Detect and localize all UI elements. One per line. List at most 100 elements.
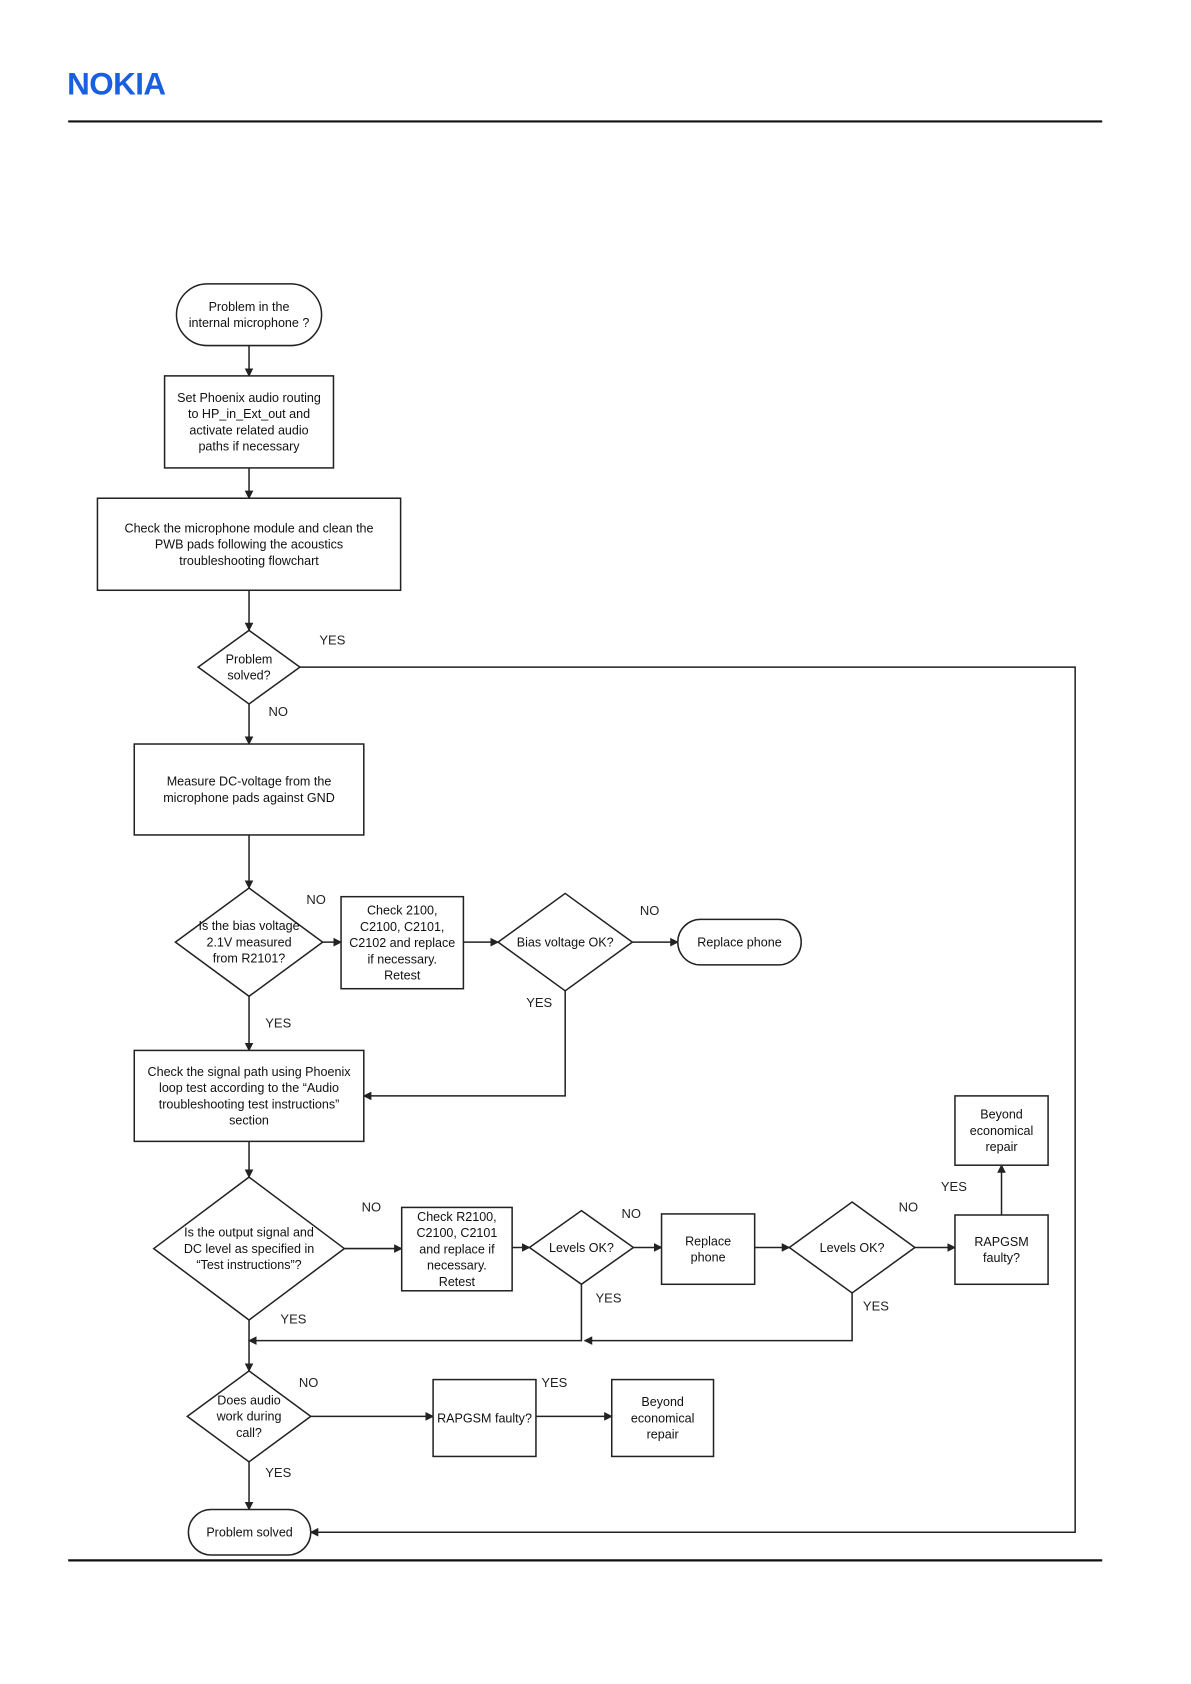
branch-label-no: NO bbox=[899, 1200, 918, 1215]
branch-label-no: NO bbox=[299, 1375, 318, 1390]
branch-label-yes: YES bbox=[265, 1465, 291, 1480]
nokia-logo: NOKIA bbox=[67, 66, 165, 101]
terminal-shape bbox=[175, 283, 323, 347]
node-text: Measure DC-voltage from the bbox=[167, 775, 332, 789]
node-start: Problem in the internal microphone ? bbox=[175, 283, 323, 347]
terminal-shape bbox=[187, 1508, 312, 1556]
node-text: loop test according to the “Audio bbox=[159, 1081, 339, 1095]
process-box bbox=[610, 1378, 715, 1458]
node-output-q: Is the output signal and DC level as spec… bbox=[152, 1176, 346, 1321]
node-text: paths if necessary bbox=[198, 440, 300, 454]
branch-label-yes: YES bbox=[941, 1179, 967, 1194]
node-bias-q: Is the bias voltage 2.1V measured from R21… bbox=[174, 887, 324, 998]
node-set-routing: Set Phoenix audio routing to HP_in_Ext_ou… bbox=[163, 375, 335, 469]
node-text: Levels OK? bbox=[820, 1241, 885, 1255]
decision-diamond bbox=[152, 1176, 346, 1321]
node-text: Replace bbox=[685, 1234, 731, 1248]
node-text: Does audio bbox=[217, 1393, 280, 1407]
node-text: Retest bbox=[384, 969, 421, 983]
branch-label-no: NO bbox=[306, 892, 325, 907]
process-box bbox=[163, 375, 335, 469]
node-text: call? bbox=[236, 1426, 262, 1440]
connector-arrow bbox=[583, 1292, 853, 1345]
node-text: section bbox=[229, 1114, 269, 1128]
connector-arrow bbox=[362, 990, 566, 1101]
node-text: and replace if bbox=[419, 1242, 495, 1256]
node-check-2100: Check 2100, C2100, C2101, C2102 and replac… bbox=[340, 895, 465, 990]
node-text: Check the microphone module and clean th… bbox=[125, 521, 374, 535]
node-bias-ok-q: Bias voltage OK? bbox=[496, 892, 634, 992]
node-text: repair bbox=[985, 1140, 1017, 1154]
node-text: repair bbox=[647, 1428, 679, 1442]
node-text: faulty? bbox=[983, 1251, 1020, 1265]
node-text: PWB pads following the acoustics bbox=[155, 538, 343, 552]
process-box bbox=[954, 1214, 1049, 1286]
node-text: economical bbox=[631, 1411, 694, 1425]
node-text: necessary. bbox=[427, 1259, 487, 1273]
node-text: C2102 and replace bbox=[349, 936, 455, 950]
node-check-r2100: Check R2100, C2100, C2101 and replace if ne… bbox=[400, 1206, 513, 1292]
decision-diamond bbox=[196, 629, 302, 705]
decision-diamond bbox=[174, 887, 324, 998]
branch-label-yes: YES bbox=[526, 995, 552, 1010]
decision-diamond bbox=[788, 1201, 917, 1294]
node-text: from R2101? bbox=[213, 952, 286, 966]
branch-label-no: NO bbox=[621, 1206, 640, 1221]
node-rapgsm-1: RAPGSM faulty? bbox=[954, 1214, 1049, 1286]
branch-label-no: NO bbox=[362, 1200, 381, 1215]
node-text: microphone pads against GND bbox=[163, 791, 335, 805]
node-check-module: Check the microphone module and clean th… bbox=[96, 497, 402, 592]
connector-arrow bbox=[247, 1284, 583, 1345]
process-box bbox=[96, 497, 402, 592]
node-text: Replace phone bbox=[697, 935, 781, 949]
node-text: Beyond bbox=[980, 1108, 1023, 1122]
node-text: Is the output signal and bbox=[184, 1226, 314, 1240]
node-measure-dc: Measure DC-voltage from the microphone pa… bbox=[133, 743, 365, 836]
process-box bbox=[340, 895, 465, 990]
node-rapgsm-2: RAPGSM faulty? bbox=[432, 1378, 537, 1458]
node-text: Problem in the bbox=[209, 300, 290, 314]
process-box bbox=[400, 1206, 513, 1292]
node-text: DC level as specified in bbox=[184, 1242, 314, 1256]
node-text: Problem solved bbox=[206, 1526, 292, 1540]
node-text: Problem bbox=[226, 652, 273, 666]
branch-label-yes: YES bbox=[541, 1375, 567, 1390]
node-text: Retest bbox=[439, 1275, 476, 1289]
node-text: RAPGSM bbox=[974, 1235, 1028, 1249]
node-text: C2100, C2101, bbox=[360, 920, 444, 934]
process-box bbox=[660, 1213, 756, 1286]
process-box bbox=[432, 1378, 537, 1458]
decision-diamond bbox=[496, 892, 634, 992]
branch-label-no: NO bbox=[269, 704, 288, 719]
terminal-shape bbox=[677, 918, 802, 966]
decision-diamond bbox=[528, 1209, 635, 1286]
node-text: 2.1V measured bbox=[206, 935, 291, 949]
node-text: “Test instructions”? bbox=[196, 1258, 301, 1272]
node-text: Check 2100, bbox=[367, 904, 437, 918]
node-text: Check the signal path using Phoenix bbox=[148, 1065, 352, 1079]
node-text: if necessary. bbox=[367, 952, 437, 966]
node-text: Set Phoenix audio routing bbox=[177, 391, 321, 405]
node-text: RAPGSM faulty? bbox=[437, 1411, 532, 1425]
node-text: Levels OK? bbox=[549, 1241, 614, 1255]
connector-arrow bbox=[299, 666, 1076, 1537]
node-text: Is the bias voltage bbox=[198, 919, 299, 933]
branch-label-yes: YES bbox=[265, 1016, 291, 1031]
branch-label-yes: YES bbox=[319, 632, 345, 647]
node-text: internal microphone ? bbox=[189, 316, 310, 330]
process-box bbox=[954, 1095, 1049, 1166]
node-text: troubleshooting flowchart bbox=[179, 554, 319, 568]
node-text: economical bbox=[970, 1124, 1033, 1138]
node-text: Check R2100, bbox=[417, 1210, 497, 1224]
node-levels-ok-2: Levels OK? bbox=[788, 1201, 917, 1294]
node-end: Problem solved bbox=[187, 1508, 312, 1556]
branch-label-yes: YES bbox=[280, 1311, 306, 1326]
node-text: to HP_in_Ext_out and bbox=[188, 407, 310, 421]
decision-diamond bbox=[186, 1369, 313, 1463]
node-text: C2100, C2101 bbox=[416, 1226, 497, 1240]
